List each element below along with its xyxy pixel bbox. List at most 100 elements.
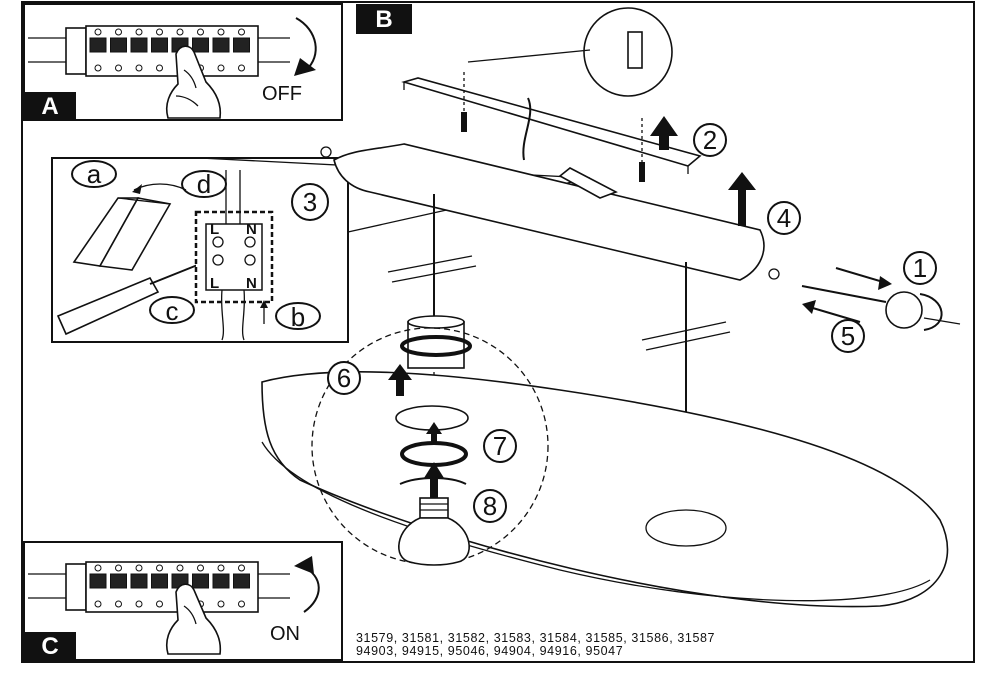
terminal-screw bbox=[217, 600, 225, 608]
step-2-label: 2 bbox=[703, 125, 717, 155]
panel-a-badge bbox=[24, 92, 76, 120]
step-8-circle bbox=[473, 489, 507, 523]
ceiling-mount bbox=[320, 7, 780, 281]
lamp-shade bbox=[261, 327, 949, 608]
terminal-screw bbox=[156, 600, 163, 608]
rotate-arrow-icon bbox=[399, 477, 467, 485]
terminal-screw bbox=[217, 64, 225, 72]
breaker-switch bbox=[212, 37, 230, 53]
terminal-screw bbox=[94, 64, 102, 72]
step-3-label: 3 bbox=[303, 187, 317, 217]
terminal-screw bbox=[135, 600, 143, 608]
breaker-box-icon bbox=[28, 25, 290, 77]
label-c: c bbox=[166, 296, 179, 326]
terminal-screw bbox=[238, 28, 245, 36]
second-bulb bbox=[645, 509, 727, 547]
terminal-screw bbox=[217, 564, 225, 572]
terminal-screw bbox=[135, 28, 143, 36]
breaker-switch bbox=[89, 573, 107, 589]
screw-icon bbox=[320, 146, 332, 158]
step-4-circle bbox=[767, 201, 801, 235]
step-7-label: 7 bbox=[493, 431, 507, 461]
terminal-n-bottom: N bbox=[246, 275, 257, 292]
arrow-head-icon bbox=[260, 300, 268, 308]
terminal-l-top: L bbox=[210, 221, 219, 238]
step-6-label: 6 bbox=[337, 363, 351, 393]
breaker-switch bbox=[89, 37, 107, 53]
step-5-label: 5 bbox=[841, 321, 855, 351]
up-arrow-icon bbox=[650, 116, 678, 150]
outer-frame bbox=[21, 1, 975, 663]
terminal-screw bbox=[115, 28, 122, 36]
mounting-bracket-icon bbox=[72, 197, 172, 271]
panel-a-frame bbox=[23, 3, 343, 121]
panel-c-frame bbox=[23, 541, 343, 661]
breaker-switch bbox=[233, 573, 250, 589]
breaker-switch bbox=[151, 573, 168, 589]
turn-off-arrow-icon bbox=[294, 17, 317, 76]
product-codes-line-1: 31579, 31581, 31582, 31583, 31584, 31585… bbox=[356, 631, 716, 645]
label-d-oval bbox=[181, 170, 227, 198]
hand-icon bbox=[165, 583, 222, 655]
terminal-screw bbox=[197, 28, 204, 36]
step-1-label: 1 bbox=[913, 253, 927, 283]
up-arrow-icon bbox=[426, 422, 442, 444]
panel-a: OFF A bbox=[23, 3, 343, 121]
breaker-switch bbox=[110, 37, 127, 53]
breaker-switch bbox=[192, 37, 209, 53]
step-2-circle bbox=[693, 123, 727, 157]
terminal-n-top: N bbox=[246, 221, 257, 238]
breaker-switch bbox=[151, 37, 168, 53]
step-7-circle bbox=[483, 429, 517, 463]
terminal-screw bbox=[238, 564, 245, 572]
label-c-oval bbox=[149, 296, 195, 324]
screwdriver-icon bbox=[56, 263, 201, 336]
breaker-switch bbox=[192, 573, 209, 589]
terminal-housing bbox=[558, 167, 618, 199]
step-8-label: 8 bbox=[483, 491, 497, 521]
panel-b-letter: B bbox=[375, 6, 392, 33]
terminal-screw bbox=[115, 64, 122, 72]
panel-b-badge bbox=[356, 4, 412, 34]
step-3-circle bbox=[291, 183, 329, 221]
lamp-holder bbox=[400, 315, 472, 369]
panel-c-letter: C bbox=[41, 633, 58, 660]
panel-b: B bbox=[356, 4, 412, 34]
panel-c-badge bbox=[24, 632, 76, 660]
breaker-box-icon bbox=[28, 561, 290, 613]
terminal-screw bbox=[135, 64, 143, 72]
screw-icon bbox=[639, 162, 645, 182]
up-arrow-icon bbox=[424, 462, 444, 498]
step-markers: 1 2 3 4 5 6 7 8 bbox=[291, 123, 937, 523]
step-6-circle bbox=[327, 361, 361, 395]
step-1-circle bbox=[903, 251, 937, 285]
terminal-l-bottom: L bbox=[210, 275, 219, 292]
terminal-screw bbox=[156, 564, 163, 572]
up-arrow-icon bbox=[728, 172, 756, 226]
off-label: OFF bbox=[262, 83, 302, 105]
screwdriver-icon bbox=[801, 285, 887, 303]
light-bulb-icon bbox=[398, 497, 470, 566]
arrow-head-icon bbox=[132, 184, 142, 194]
breaker-switch bbox=[130, 37, 148, 53]
step-4-label: 4 bbox=[777, 203, 791, 233]
terminal-screw bbox=[94, 600, 102, 608]
turn-on-arrow-icon bbox=[294, 556, 320, 613]
label-b-oval bbox=[275, 302, 321, 330]
terminal-screw bbox=[176, 564, 184, 572]
mains-cable bbox=[522, 97, 532, 161]
breaker-switch bbox=[110, 573, 127, 589]
screw-removal-detail bbox=[801, 285, 961, 331]
breaker-switch bbox=[212, 573, 230, 589]
terminal-screw bbox=[156, 64, 163, 72]
panel-a-letter: A bbox=[41, 93, 58, 120]
product-codes-line-2: 94903, 94915, 95046, 94904, 94916, 95047 bbox=[356, 644, 624, 658]
screw-icon bbox=[768, 268, 780, 280]
terminal-screw bbox=[217, 28, 225, 36]
terminal-screw bbox=[238, 64, 245, 72]
rotate-arrow-icon bbox=[919, 293, 943, 331]
screw-head-icon bbox=[885, 291, 923, 329]
terminal-screw bbox=[115, 600, 122, 608]
